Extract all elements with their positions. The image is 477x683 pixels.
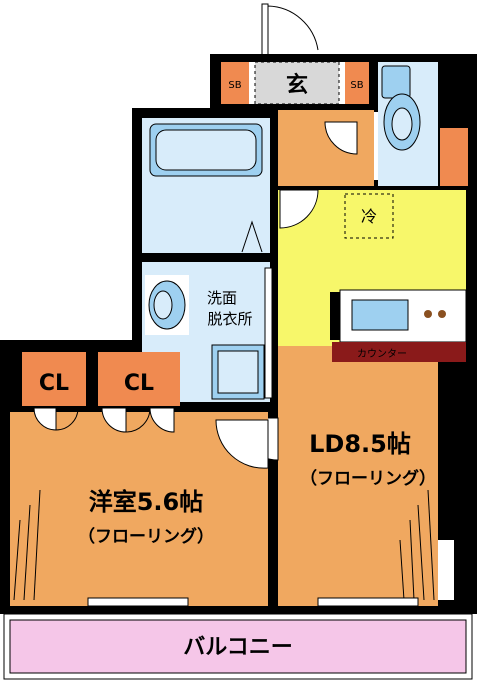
counter-label: カウンター (357, 348, 407, 360)
western-room (10, 412, 269, 607)
balcony-label: バルコニー (183, 635, 293, 660)
closet-left-label: CL (39, 371, 69, 396)
shoe-box-left (221, 62, 249, 104)
toilet-room (378, 62, 468, 186)
entrance-area (221, 61, 369, 105)
bathroom (142, 118, 270, 253)
western-room-label: 洋室5.6帖 (89, 488, 204, 516)
shoe-box-right-label: SB (350, 80, 363, 91)
closets (22, 352, 180, 433)
counter (332, 342, 466, 362)
hallway (278, 110, 374, 186)
fridge-label: 冷 (361, 207, 377, 226)
kitchen (278, 189, 467, 362)
washroom-label-line2: 脱衣所 (207, 310, 252, 328)
ld-room-label: LD8.5帖 (309, 430, 411, 458)
entrance-floor (255, 62, 339, 104)
ld-floor-label: （フローリング） (300, 468, 436, 489)
entrance-door (261, 3, 319, 57)
closet-right-label: CL (124, 371, 154, 396)
shoe-box-right (345, 62, 369, 104)
shoe-box-left-label: SB (228, 80, 241, 91)
balcony (3, 613, 473, 680)
washroom-label-line1: 洗面 (207, 289, 237, 307)
washroom (142, 262, 273, 402)
western-floor-label: （フローリング） (78, 526, 214, 547)
entrance-label: 玄 (286, 72, 308, 98)
